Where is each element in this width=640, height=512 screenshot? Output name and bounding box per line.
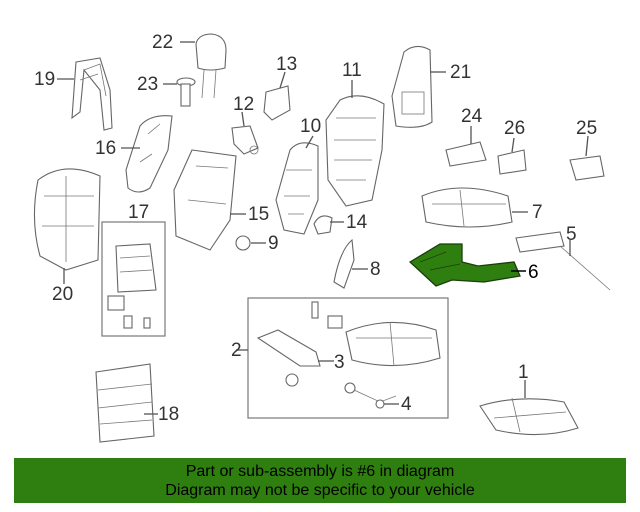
part-15-back-cover[interactable] — [173, 149, 237, 251]
callout-24: 24 — [461, 106, 483, 127]
callout-19: 19 — [34, 69, 55, 90]
part-6-seat-pan-highlighted[interactable] — [408, 243, 521, 287]
callout-18: 18 — [158, 404, 179, 425]
part-5-adjuster[interactable] — [515, 231, 611, 291]
info-banner: Part or sub-assembly is #6 in diagram Di… — [14, 458, 626, 503]
part-16-side-cover[interactable] — [125, 115, 173, 193]
callout-22: 22 — [152, 32, 173, 53]
part-24-trim[interactable] — [445, 141, 487, 167]
part-1-seat-base[interactable] — [479, 397, 579, 436]
part-23-guide[interactable] — [176, 77, 196, 107]
part-7-seat-cushion[interactable] — [421, 187, 513, 228]
part-21-back-panel[interactable] — [391, 45, 433, 128]
sub-assembly-2-box — [247, 297, 449, 419]
part-11-backrest-frame[interactable] — [325, 95, 385, 207]
part-20-backrest-cushion[interactable] — [33, 168, 101, 271]
callout-4: 4 — [401, 394, 412, 415]
callout-14: 14 — [346, 212, 368, 233]
callout-5: 5 — [566, 224, 577, 245]
callout-26: 26 — [504, 118, 525, 139]
part-4-cable[interactable] — [344, 382, 397, 409]
callout-8: 8 — [370, 259, 381, 280]
callout-17: 17 — [128, 202, 149, 223]
part-19-backrest-frame[interactable] — [71, 57, 113, 131]
part-17-lumbar[interactable] — [107, 243, 157, 329]
callout-15: 15 — [248, 204, 269, 225]
banner-line-1: Part or sub-assembly is #6 in diagram — [185, 462, 455, 480]
part-8-trim[interactable] — [333, 238, 355, 289]
part-9-knob[interactable] — [235, 235, 251, 251]
part-2-seat-cushion-assembly[interactable] — [311, 301, 441, 367]
part-18-spring-mat[interactable] — [95, 363, 155, 443]
part-10-frame[interactable] — [275, 142, 319, 235]
callout-1: 1 — [518, 362, 529, 383]
callout-16: 16 — [95, 138, 116, 159]
part-14-knob[interactable] — [313, 215, 333, 235]
callout-13: 13 — [276, 54, 297, 75]
callout-21: 21 — [450, 62, 471, 83]
callout-2: 2 — [231, 340, 242, 361]
sub-assembly-17-box — [101, 221, 166, 337]
callout-25: 25 — [576, 118, 597, 139]
part-26-trim[interactable] — [497, 149, 527, 175]
callout-9: 9 — [268, 233, 279, 254]
part-13-bracket[interactable] — [263, 85, 291, 121]
part-3-bracket[interactable] — [256, 329, 321, 387]
part-12-bracket[interactable] — [231, 125, 259, 155]
callout-12: 12 — [233, 94, 254, 115]
part-22-headrest[interactable] — [195, 33, 227, 99]
callout-20: 20 — [52, 284, 73, 305]
callout-10: 10 — [300, 116, 321, 137]
part-25-cover[interactable] — [569, 155, 605, 181]
banner-line-2: Diagram may not be specific to your vehi… — [165, 481, 475, 499]
callout-3: 3 — [334, 352, 345, 373]
callout-23: 23 — [137, 74, 158, 95]
callout-6: 6 — [528, 262, 539, 283]
callout-11: 11 — [342, 60, 362, 81]
callout-7: 7 — [532, 202, 543, 223]
